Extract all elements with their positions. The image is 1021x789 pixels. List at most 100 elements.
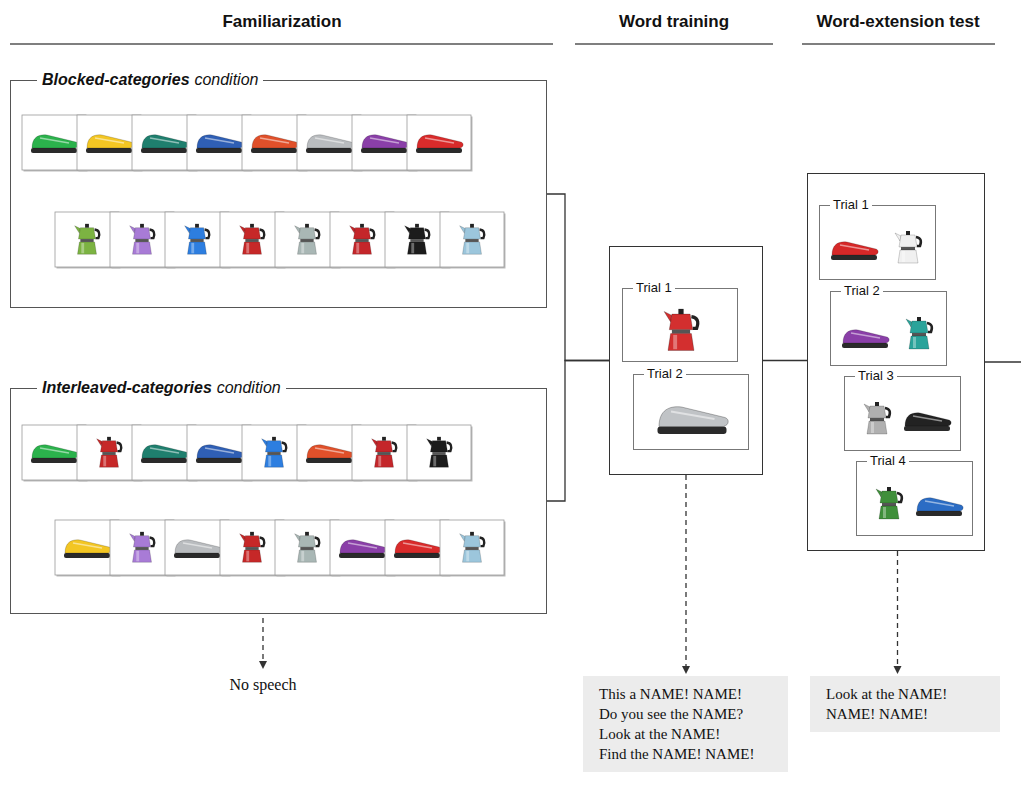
moka-pot-icon (75, 224, 100, 254)
icon-part (245, 547, 258, 550)
icon-part (305, 224, 309, 228)
trial-picture (820, 206, 935, 279)
icon-part (411, 243, 414, 253)
connector-line (547, 194, 609, 361)
icon-part (135, 547, 148, 550)
speech-line: Look at the NAME! (826, 684, 984, 704)
icon-part (40, 448, 69, 453)
picture-card (110, 520, 174, 575)
icon-part (107, 437, 111, 441)
picture-card (385, 212, 449, 267)
icon-part (78, 228, 95, 239)
icon-part (102, 452, 115, 455)
icon-part (901, 247, 915, 250)
icon-part (910, 321, 928, 333)
icon-part (432, 452, 445, 455)
icon-part (86, 148, 132, 153)
continuation-line (985, 361, 1021, 362)
section-rule (575, 43, 773, 45)
moka-pot-icon (895, 231, 921, 263)
connector-line (763, 360, 807, 361)
stapler-icon (196, 445, 243, 463)
icon-part (403, 543, 432, 548)
speech-box: This a NAME! NAME!Do you see the NAME?Lo… (583, 676, 788, 772)
icon-part (671, 412, 715, 420)
icon-part (463, 242, 482, 254)
icon-part (315, 448, 344, 453)
icon-part (430, 441, 447, 452)
speech-line: Do you see the NAME? (599, 704, 772, 724)
icon-part (133, 536, 150, 547)
icon-part (65, 540, 111, 553)
icon-part (135, 239, 148, 242)
icon-part (64, 553, 110, 558)
icon-part (305, 532, 309, 536)
icon-part (133, 228, 150, 239)
icon-part (133, 242, 152, 254)
trial-box: Trial 3 (844, 376, 961, 451)
icon-part (912, 333, 926, 336)
icon-part (870, 418, 884, 421)
icon-part (150, 448, 179, 453)
icon-part (301, 243, 304, 253)
icon-part (73, 543, 102, 548)
picture-card (407, 425, 471, 480)
stapler-icon (416, 135, 463, 153)
icon-part (307, 135, 353, 148)
icon-part (466, 243, 469, 253)
trial-label: Trial 1 (833, 197, 869, 212)
trial-picture (623, 289, 737, 361)
icon-part (375, 455, 394, 467)
stapler-icon (916, 498, 963, 516)
moka-pot-icon (906, 317, 932, 349)
icon-part (887, 487, 891, 491)
icon-part (267, 452, 280, 455)
icon-part (188, 228, 205, 239)
trial-label: Trial 2 (844, 283, 880, 298)
icon-part (142, 445, 188, 458)
icon-part (840, 245, 869, 250)
picture-card (407, 115, 471, 170)
icon-part (871, 422, 874, 433)
icon-part (425, 138, 454, 143)
icon-part (140, 224, 144, 228)
connector (547, 194, 609, 361)
picture-card (22, 115, 86, 170)
stapler-icon (86, 135, 133, 153)
icon-part (360, 224, 364, 228)
icon-part (80, 239, 93, 242)
picture-card (275, 520, 339, 575)
icon-part (140, 532, 144, 536)
moka-pot-icon (372, 437, 397, 467)
icon-part (246, 551, 249, 561)
picture-card (242, 115, 306, 170)
icon-part (353, 242, 372, 254)
icon-part (466, 551, 469, 561)
icon-part (306, 458, 352, 463)
icon-part (348, 543, 377, 548)
icon-part (906, 231, 910, 235)
icon-part (246, 243, 249, 253)
icon-part (205, 138, 234, 143)
speech-line: This a NAME! NAME! (599, 684, 772, 704)
trial-heading: Trial 1 (830, 197, 872, 213)
dashed-arrow (262, 618, 263, 662)
icon-part (362, 135, 408, 148)
picture-card (220, 520, 284, 575)
icon-part (268, 456, 271, 466)
icon-part (382, 437, 386, 441)
icon-part (31, 458, 77, 463)
icon-part (301, 551, 304, 561)
stapler-icon (196, 135, 243, 153)
moka-pot-icon (262, 437, 287, 467)
moka-pot-icon (864, 402, 890, 434)
speech-box: Look at the NAME!NAME! NAME! (810, 676, 1000, 732)
icon-part (879, 506, 899, 519)
icon-part (831, 255, 877, 260)
connector-line (547, 361, 609, 502)
icon-part (243, 536, 260, 547)
icon-part (377, 452, 390, 455)
icon-part (40, 138, 69, 143)
icon-part (243, 242, 262, 254)
trial-picture (831, 292, 946, 365)
